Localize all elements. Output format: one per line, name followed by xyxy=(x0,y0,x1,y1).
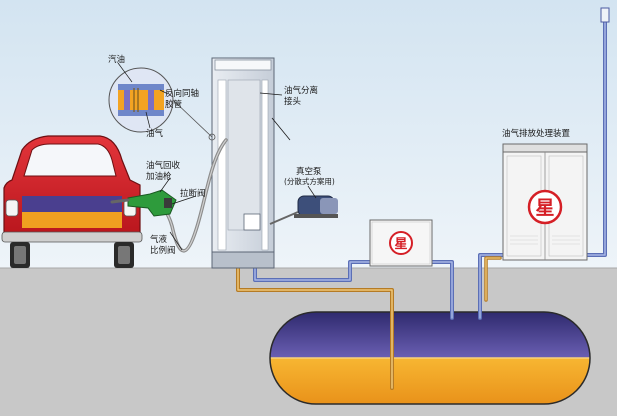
logo-seal-large xyxy=(527,189,563,225)
vapor-recovery-nozzle xyxy=(110,189,177,217)
label-vapor-recovery-nozzle-2: 加油枪 xyxy=(146,171,172,182)
underground-tank xyxy=(269,311,591,405)
label-vacuum-pump-2: (分散式方案用) xyxy=(284,176,335,186)
logo-glyph-large: 星 xyxy=(535,197,554,219)
label-coaxial-hose-2: 胶管 xyxy=(165,99,182,110)
tank-vapor-space xyxy=(270,312,590,358)
label-vapor-recovery-nozzle-1: 油气回收 xyxy=(146,160,181,171)
label-emission-treatment-device: 油气排放处理装置 xyxy=(502,128,571,139)
label-coaxial-hose-1: 反向同轴 xyxy=(165,88,199,99)
vent-cap xyxy=(600,7,610,23)
breakaway-valve xyxy=(164,198,172,208)
logo-seal-small xyxy=(389,231,413,255)
secondary-treatment-box: 星 xyxy=(369,219,433,267)
emission-treatment-cabinet: 星 xyxy=(502,143,588,261)
leader-lines xyxy=(159,92,283,251)
logo-glyph-small: 星 xyxy=(394,237,407,252)
label-vapor-separation-joint-2: 接头 xyxy=(284,96,302,107)
car-window xyxy=(23,143,117,177)
tank-fuel xyxy=(270,358,590,404)
label-breakaway-valve: 拉断阀 xyxy=(180,188,206,199)
coaxial-hose-callout xyxy=(108,62,216,141)
label-gasoline: 汽油 xyxy=(108,54,125,65)
fuel-dispenser xyxy=(211,57,291,269)
car xyxy=(1,135,143,268)
car-tail-light-left xyxy=(5,199,19,217)
label-vapor: 油气 xyxy=(146,128,164,139)
label-vacuum-pump-1: 真空泵 xyxy=(296,166,322,177)
vacuum-pump xyxy=(269,185,338,225)
car-bumper xyxy=(1,231,143,243)
label-air-liquid-ratio-valve-2: 比例阀 xyxy=(150,245,176,256)
label-air-liquid-ratio-valve-1: 气液 xyxy=(150,234,168,245)
label-vapor-separation-joint-1: 油气分离 xyxy=(284,85,318,96)
